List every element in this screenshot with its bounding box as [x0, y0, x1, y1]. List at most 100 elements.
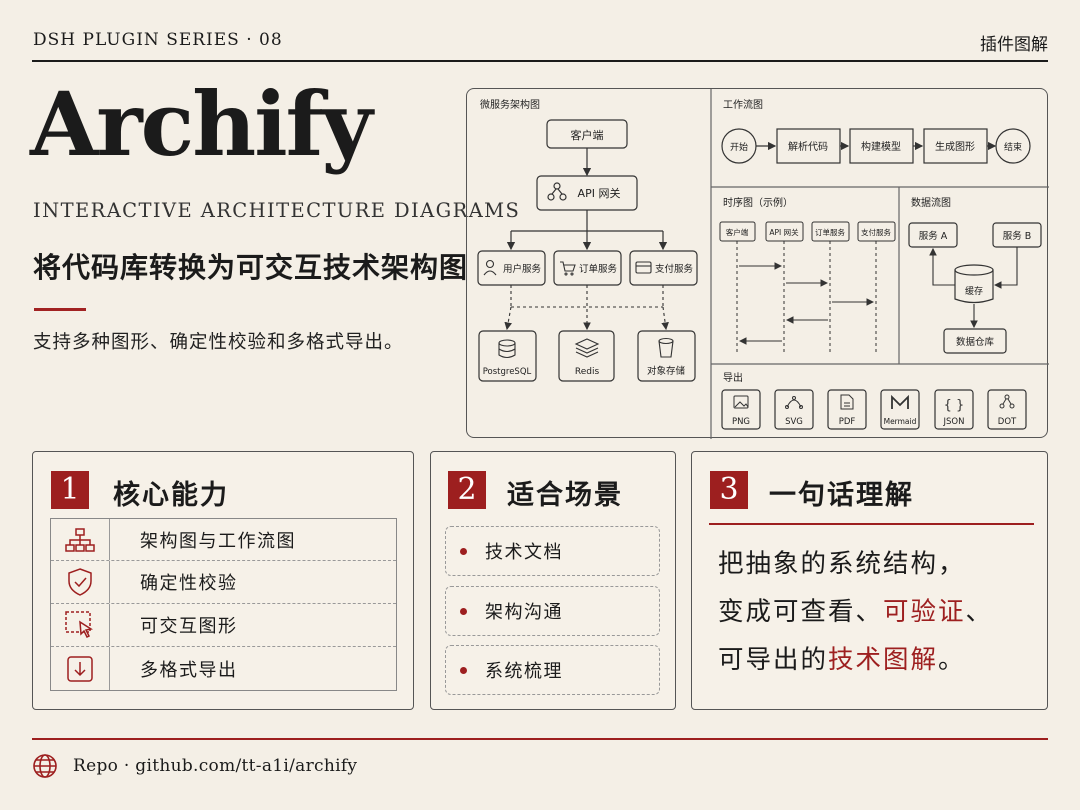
workflow-step-label: 生成图形 — [935, 140, 975, 153]
summary-text: 把抽象的系统结构， 变成可查看、可验证、 可导出的技术图解。 — [718, 540, 993, 684]
export-png — [721, 389, 761, 430]
card-icon — [635, 261, 652, 274]
dataflow-title: 数据流图 — [911, 196, 951, 209]
bullet-dot — [460, 666, 467, 674]
export-dot — [987, 389, 1027, 430]
shield-check-icon — [51, 561, 110, 603]
card-title: 核心能力 — [113, 480, 229, 511]
card-number: 3 — [710, 471, 748, 509]
export-label: Mermaid — [884, 417, 917, 426]
list-item-label: 可交互图形 — [140, 616, 238, 637]
export-title: 导出 — [723, 371, 743, 384]
lane-label: 支付服务 — [861, 227, 891, 237]
sequence-title: 时序图（示例） — [723, 196, 793, 209]
diagram-canvas: 微服务架构图 客户端 API 网关 用户服务 订单服务 支付服务 — [477, 89, 1049, 439]
user-icon — [483, 259, 497, 276]
redis-label: Redis — [575, 367, 600, 377]
gateway-label: API 网关 — [578, 186, 621, 200]
cache-label: 缓存 — [965, 285, 983, 297]
bucket-icon — [658, 337, 674, 358]
series-label: DSH PLUGIN SERIES · 08 — [33, 30, 283, 50]
cache-node — [954, 264, 994, 304]
object-storage-node — [637, 330, 696, 382]
braces-icon: { } — [944, 398, 965, 413]
card-number: 1 — [51, 471, 89, 509]
workflow-step-label: 解析代码 — [788, 140, 828, 153]
scenario-label: 系统梳理 — [485, 661, 563, 682]
scenario-label: 架构沟通 — [485, 602, 563, 623]
graph-icon — [999, 394, 1015, 409]
svg-text:{ }: { } — [944, 398, 965, 413]
footer-divider — [32, 738, 1048, 740]
user-service-label: 用户服务 — [503, 263, 542, 275]
summary-plain: 可导出的 — [718, 645, 829, 675]
scenarios-card: 2 适合场景 技术文档 架构沟通 系统梳理 — [430, 451, 676, 710]
end-node — [995, 128, 1031, 164]
page-title: Archify — [30, 72, 373, 176]
summary-card: 3 一句话理解 把抽象的系统结构， 变成可查看、可验证、 可导出的技术图解。 — [691, 451, 1048, 710]
description: 支持多种图形、确定性校验和多格式导出。 — [33, 332, 404, 353]
page-subtitle: INTERACTIVE ARCHITECTURE DIAGRAMS — [33, 199, 521, 222]
end-label: 结束 — [1004, 141, 1022, 153]
lane-label: API 网关 — [769, 227, 799, 237]
export-pdf — [827, 389, 867, 430]
list-item: 确定性校验 — [51, 561, 396, 604]
warehouse-label: 数据仓库 — [956, 336, 995, 348]
core-capabilities-card: 1 核心能力 架构图与工作流图 确定性校验 可交互图形 多格式导出 — [32, 451, 414, 710]
list-item: 可交互图形 — [51, 604, 396, 647]
list-item-label: 确定性校验 — [140, 573, 238, 594]
capability-list: 架构图与工作流图 确定性校验 可交互图形 多格式导出 — [50, 518, 397, 691]
export-label: PNG — [732, 417, 750, 427]
lane-label: 订单服务 — [815, 227, 845, 237]
download-icon — [51, 647, 110, 690]
summary-line: 可导出的技术图解。 — [718, 636, 993, 684]
scenario-item: 技术文档 — [445, 526, 660, 576]
workflow-step-label: 构建模型 — [861, 140, 901, 153]
lane-label: 客户端 — [726, 227, 749, 237]
order-service-label: 订单服务 — [579, 263, 618, 275]
workflow-title: 工作流图 — [723, 98, 763, 111]
export-svg — [774, 389, 814, 430]
card-number: 2 — [448, 471, 486, 509]
layers-icon — [574, 338, 600, 358]
export-mermaid — [880, 389, 920, 430]
cursor-select-icon — [51, 604, 110, 646]
bullet-dot — [460, 607, 467, 615]
summary-plain: 变成可查看、 — [718, 597, 884, 627]
header-divider — [32, 60, 1048, 62]
list-item-label: 多格式导出 — [140, 659, 238, 681]
summary-plain: 、 — [965, 597, 994, 627]
cart-icon — [560, 261, 576, 276]
globe-icon — [32, 753, 58, 783]
vector-icon — [785, 396, 803, 409]
card-title: 一句话理解 — [769, 480, 914, 511]
scenario-item: 系统梳理 — [445, 645, 660, 695]
scenario-label: 技术文档 — [485, 542, 563, 563]
service-a-label: 服务 A — [919, 230, 948, 242]
export-label: JSON — [943, 417, 965, 427]
object-storage-label: 对象存储 — [647, 365, 686, 377]
postgres-node — [478, 330, 537, 382]
list-item: 架构图与工作流图 — [51, 519, 396, 561]
export-label: PDF — [839, 417, 856, 427]
repo-link[interactable]: Repo · github.com/tt-a1i/archify — [73, 756, 358, 776]
export-json — [934, 389, 974, 430]
warehouse-node — [943, 328, 1007, 354]
mermaid-icon — [891, 394, 909, 409]
scenario-item: 架构沟通 — [445, 586, 660, 636]
sitemap-icon — [51, 519, 110, 560]
document-icon — [840, 394, 854, 410]
redis-node — [558, 330, 615, 382]
database-icon — [498, 339, 516, 359]
start-label: 开始 — [730, 141, 748, 153]
summary-line: 把抽象的系统结构， — [718, 549, 966, 579]
share-icon — [547, 182, 567, 201]
headline: 将代码库转换为可交互技术架构图 — [33, 251, 469, 284]
payment-service-label: 支付服务 — [655, 263, 694, 275]
list-item: 多格式导出 — [51, 647, 396, 690]
bullet-dot — [460, 547, 467, 555]
card-divider — [709, 523, 1034, 525]
export-label: DOT — [998, 417, 1017, 427]
client-label: 客户端 — [571, 128, 604, 142]
card-title: 适合场景 — [507, 480, 623, 511]
